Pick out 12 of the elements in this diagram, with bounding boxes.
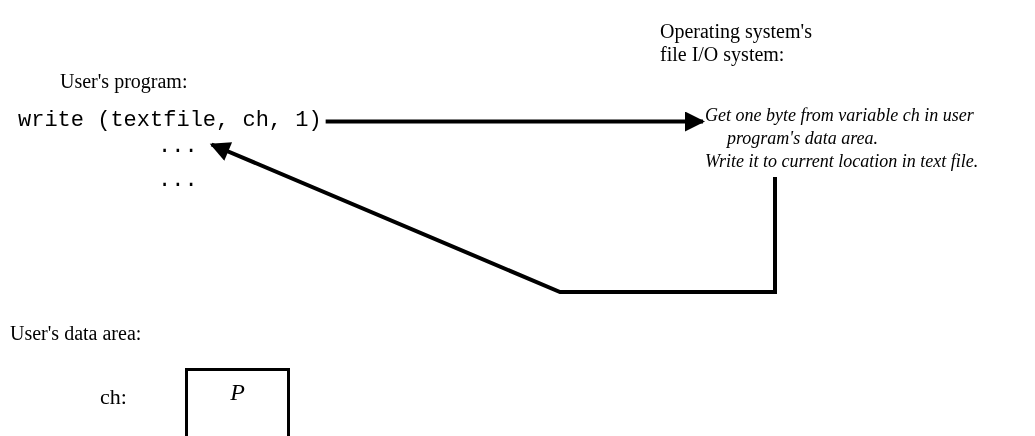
instruction-text: Write it to current location in text file. [705, 150, 980, 173]
code-line: write (textfile, ch, 1) [18, 108, 322, 133]
arrow [209, 142, 777, 294]
section-heading: User's data area: [10, 322, 142, 345]
variable-label: ch: [100, 384, 127, 410]
section-heading: Operating system's file I/O system: [660, 20, 813, 66]
code-line: ... [158, 168, 198, 193]
instruction-text: Get one byte from variable ch in user program's data area. [705, 104, 975, 150]
variable-box: P [185, 368, 290, 436]
arrow [325, 111, 705, 132]
section-heading: User's program: [60, 70, 188, 93]
code-line: ... [158, 134, 198, 159]
